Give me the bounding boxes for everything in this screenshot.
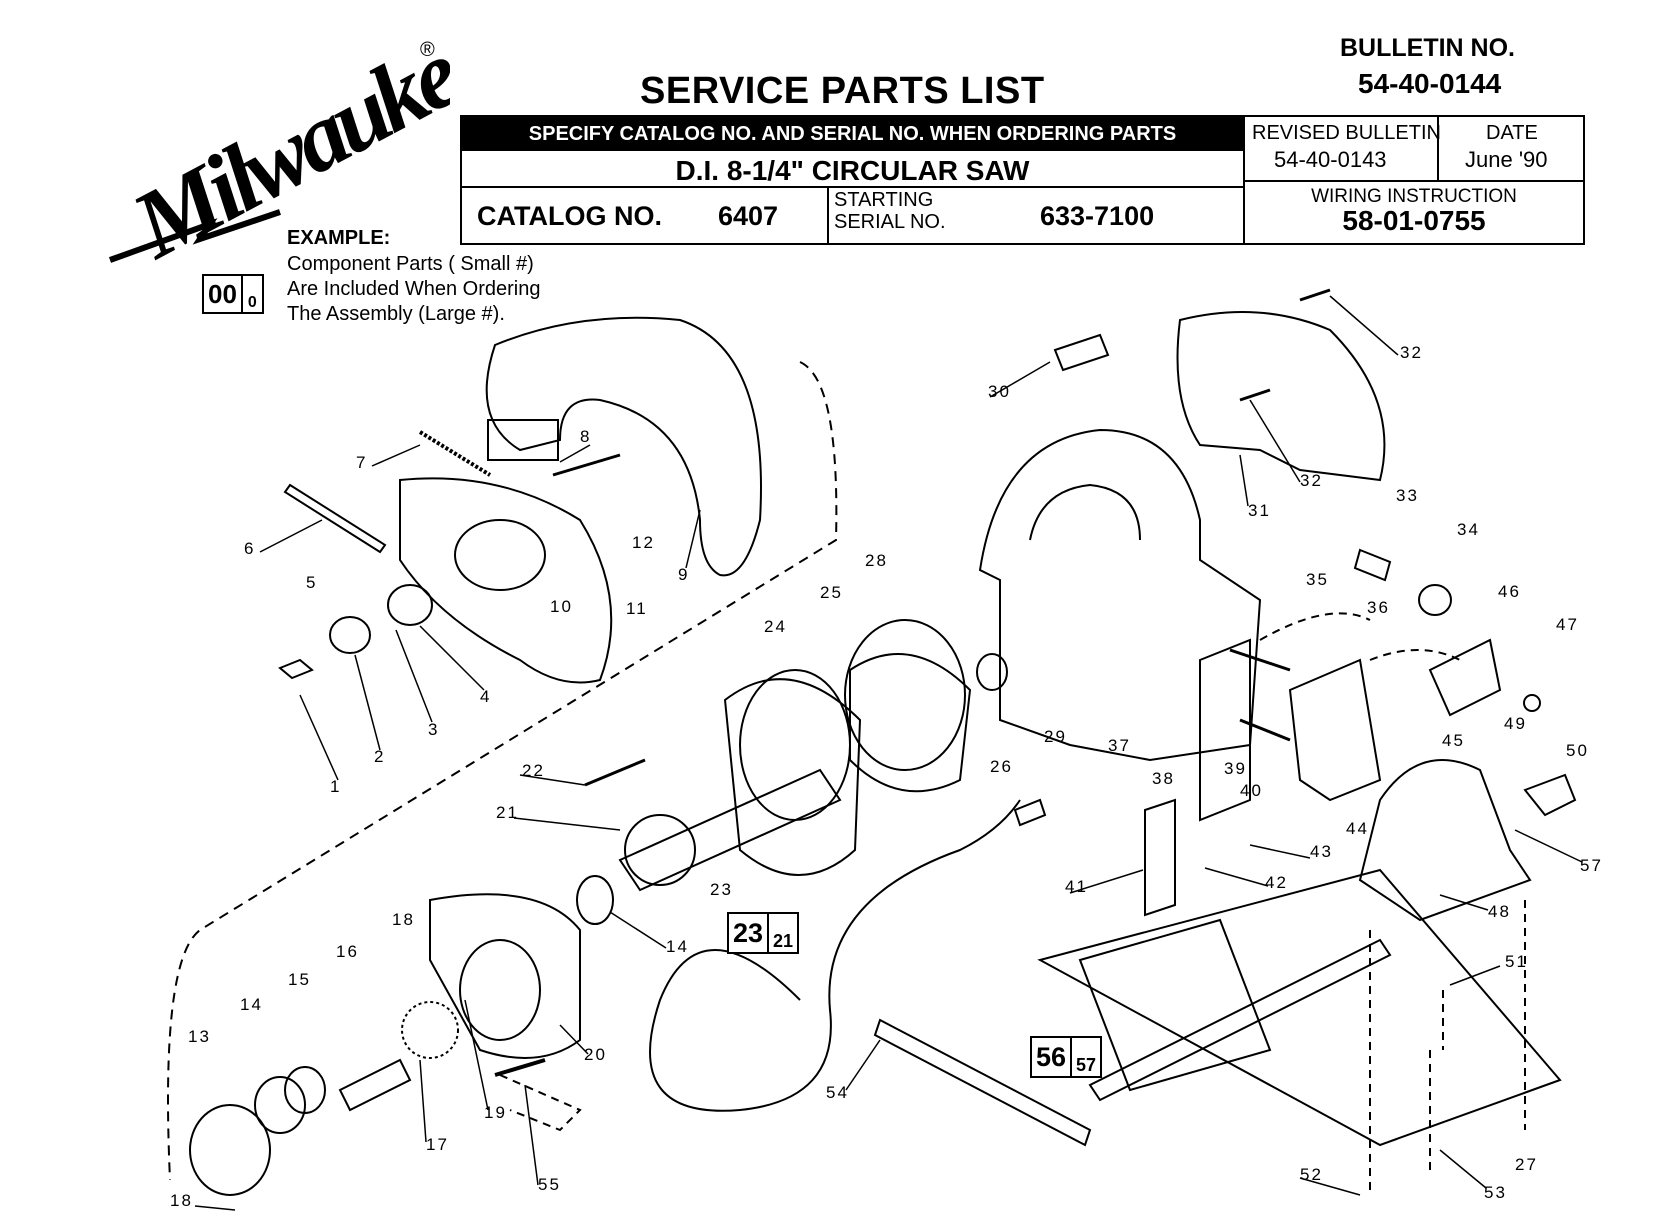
- part-callout-53: 53: [1484, 1183, 1507, 1202]
- part-callout-45: 45: [1442, 731, 1465, 750]
- part-callout-18: 18: [392, 910, 415, 929]
- part-callout-35: 35: [1306, 570, 1329, 589]
- page-title: SERVICE PARTS LIST: [640, 70, 1045, 112]
- part-callout-32: 32: [1400, 343, 1423, 362]
- part-callout-22: 22: [522, 761, 545, 780]
- part-callout-39: 39: [1224, 759, 1247, 778]
- assembly-dash-line: [167, 361, 838, 1181]
- wiring-number: 58-01-0755: [1342, 205, 1486, 236]
- part-callout-43: 43: [1310, 842, 1333, 861]
- part-callout-28: 28: [865, 551, 888, 570]
- part-callout-38: 38: [1152, 769, 1175, 788]
- part-callout-19: 19: [484, 1103, 507, 1122]
- part-callout-23: 23: [710, 880, 733, 899]
- serial-label: SERIAL NO.: [834, 211, 946, 233]
- part-callout-48: 48: [1488, 902, 1511, 921]
- product-name: D.I. 8-1/4" CIRCULAR SAW: [675, 155, 1030, 186]
- wiring-label: WIRING INSTRUCTION: [1311, 186, 1517, 207]
- assembly-big-number: 23: [729, 914, 770, 952]
- part-callout-16: 16: [336, 942, 359, 961]
- part-callout-20: 20: [584, 1045, 607, 1064]
- part-callout-15: 15: [288, 970, 311, 989]
- part-callout-33: 33: [1396, 486, 1419, 505]
- part-callout-50: 50: [1566, 741, 1589, 760]
- assembly-big-number: 56: [1032, 1038, 1073, 1076]
- part-callout-36: 36: [1367, 598, 1390, 617]
- part-callout-40: 40: [1240, 781, 1263, 800]
- part-callout-4: 4: [480, 687, 491, 706]
- part-callout-42: 42: [1265, 873, 1288, 892]
- serial-number: 633-7100: [1040, 201, 1155, 231]
- part-callout-1: 1: [330, 777, 341, 796]
- part-callout-44: 44: [1346, 819, 1369, 838]
- example-line-2: Are Included When Ordering: [287, 278, 541, 300]
- part-callout-14: 14: [240, 995, 263, 1014]
- part-callout-49: 49: [1504, 714, 1527, 733]
- part-callout-26: 26: [990, 757, 1013, 776]
- revised-number: 54-40-0143: [1274, 147, 1387, 172]
- example-label: EXAMPLE:: [287, 227, 391, 249]
- date-value: June '90: [1465, 147, 1548, 172]
- part-callout-57: 57: [1580, 856, 1603, 875]
- assembly-small-number: 57: [1076, 1055, 1097, 1075]
- specify-notice: SPECIFY CATALOG NO. AND SERIAL NO. WHEN …: [462, 117, 1243, 151]
- part-callout-6: 6: [244, 539, 255, 558]
- part-callout-8: 8: [580, 427, 591, 446]
- assembly-small-number: 21: [773, 931, 794, 951]
- part-callout-30: 30: [988, 382, 1011, 401]
- catalog-label: CATALOG NO.: [477, 201, 662, 231]
- part-callout-9: 9: [678, 565, 689, 584]
- part-callout-25: 25: [820, 583, 843, 602]
- registered-mark: ®: [420, 39, 435, 61]
- lightning-bolt-icon: [108, 209, 281, 263]
- date-label: DATE: [1486, 122, 1538, 144]
- example-small-number: 0: [247, 294, 257, 311]
- part-callout-11: 11: [626, 599, 648, 618]
- lower-guard: [399, 477, 613, 684]
- bulletin-number: 54-40-0144: [1358, 68, 1502, 99]
- part-callout-24: 24: [764, 617, 787, 636]
- bulletin-label: BULLETIN NO.: [1340, 34, 1515, 62]
- part-callout-17: 17: [426, 1135, 449, 1154]
- part-callout-27: 27: [1515, 1155, 1538, 1174]
- part-callout-7: 7: [356, 453, 367, 472]
- part-callout-18: 18: [170, 1191, 193, 1210]
- nameplate: [487, 419, 559, 461]
- part-callout-21: 21: [496, 803, 519, 822]
- guard-hub: [454, 519, 546, 591]
- part-callout-29: 29: [1044, 727, 1067, 746]
- assembly-box-base: 56 57: [1030, 1036, 1103, 1078]
- part-callout-13: 13: [188, 1027, 211, 1046]
- part-callout-14: 14: [666, 937, 689, 956]
- example-big-number: 00: [204, 276, 243, 312]
- part-callout-41: 41: [1065, 877, 1088, 896]
- example-box: 00 0: [202, 274, 264, 314]
- part-callout-5: 5: [306, 573, 317, 592]
- catalog-number: 6407: [718, 201, 779, 231]
- part-callout-51: 51: [1505, 952, 1528, 971]
- assembly-box-armature: 23 21: [727, 912, 800, 954]
- part-callout-34: 34: [1457, 520, 1480, 539]
- part-callout-54: 54: [826, 1083, 849, 1102]
- part-callout-47: 47: [1556, 615, 1579, 634]
- starting-label: STARTING: [834, 189, 934, 211]
- part-callout-46: 46: [1498, 582, 1521, 601]
- part-callout-12: 12: [632, 533, 655, 552]
- part-callout-3: 3: [428, 720, 439, 739]
- part-callout-2: 2: [374, 747, 385, 766]
- header-table: D.I. 8-1/4" CIRCULAR SAW CATALOG NO. 640…: [460, 115, 1585, 245]
- revised-label: REVISED BULLETIN: [1252, 122, 1441, 144]
- part-callout-55: 55: [538, 1175, 561, 1194]
- blade-guard: [485, 316, 762, 577]
- part-callout-52: 52: [1300, 1165, 1323, 1184]
- example-line-1: Component Parts ( Small #): [287, 253, 534, 275]
- part-callout-31: 31: [1248, 501, 1271, 520]
- milwaukee-logo: Milwaukee ®: [108, 34, 450, 264]
- part-callout-32: 32: [1300, 471, 1323, 490]
- example-line-3: The Assembly (Large #).: [287, 303, 505, 325]
- part-callout-37: 37: [1108, 736, 1131, 755]
- part-callout-10: 10: [550, 597, 573, 616]
